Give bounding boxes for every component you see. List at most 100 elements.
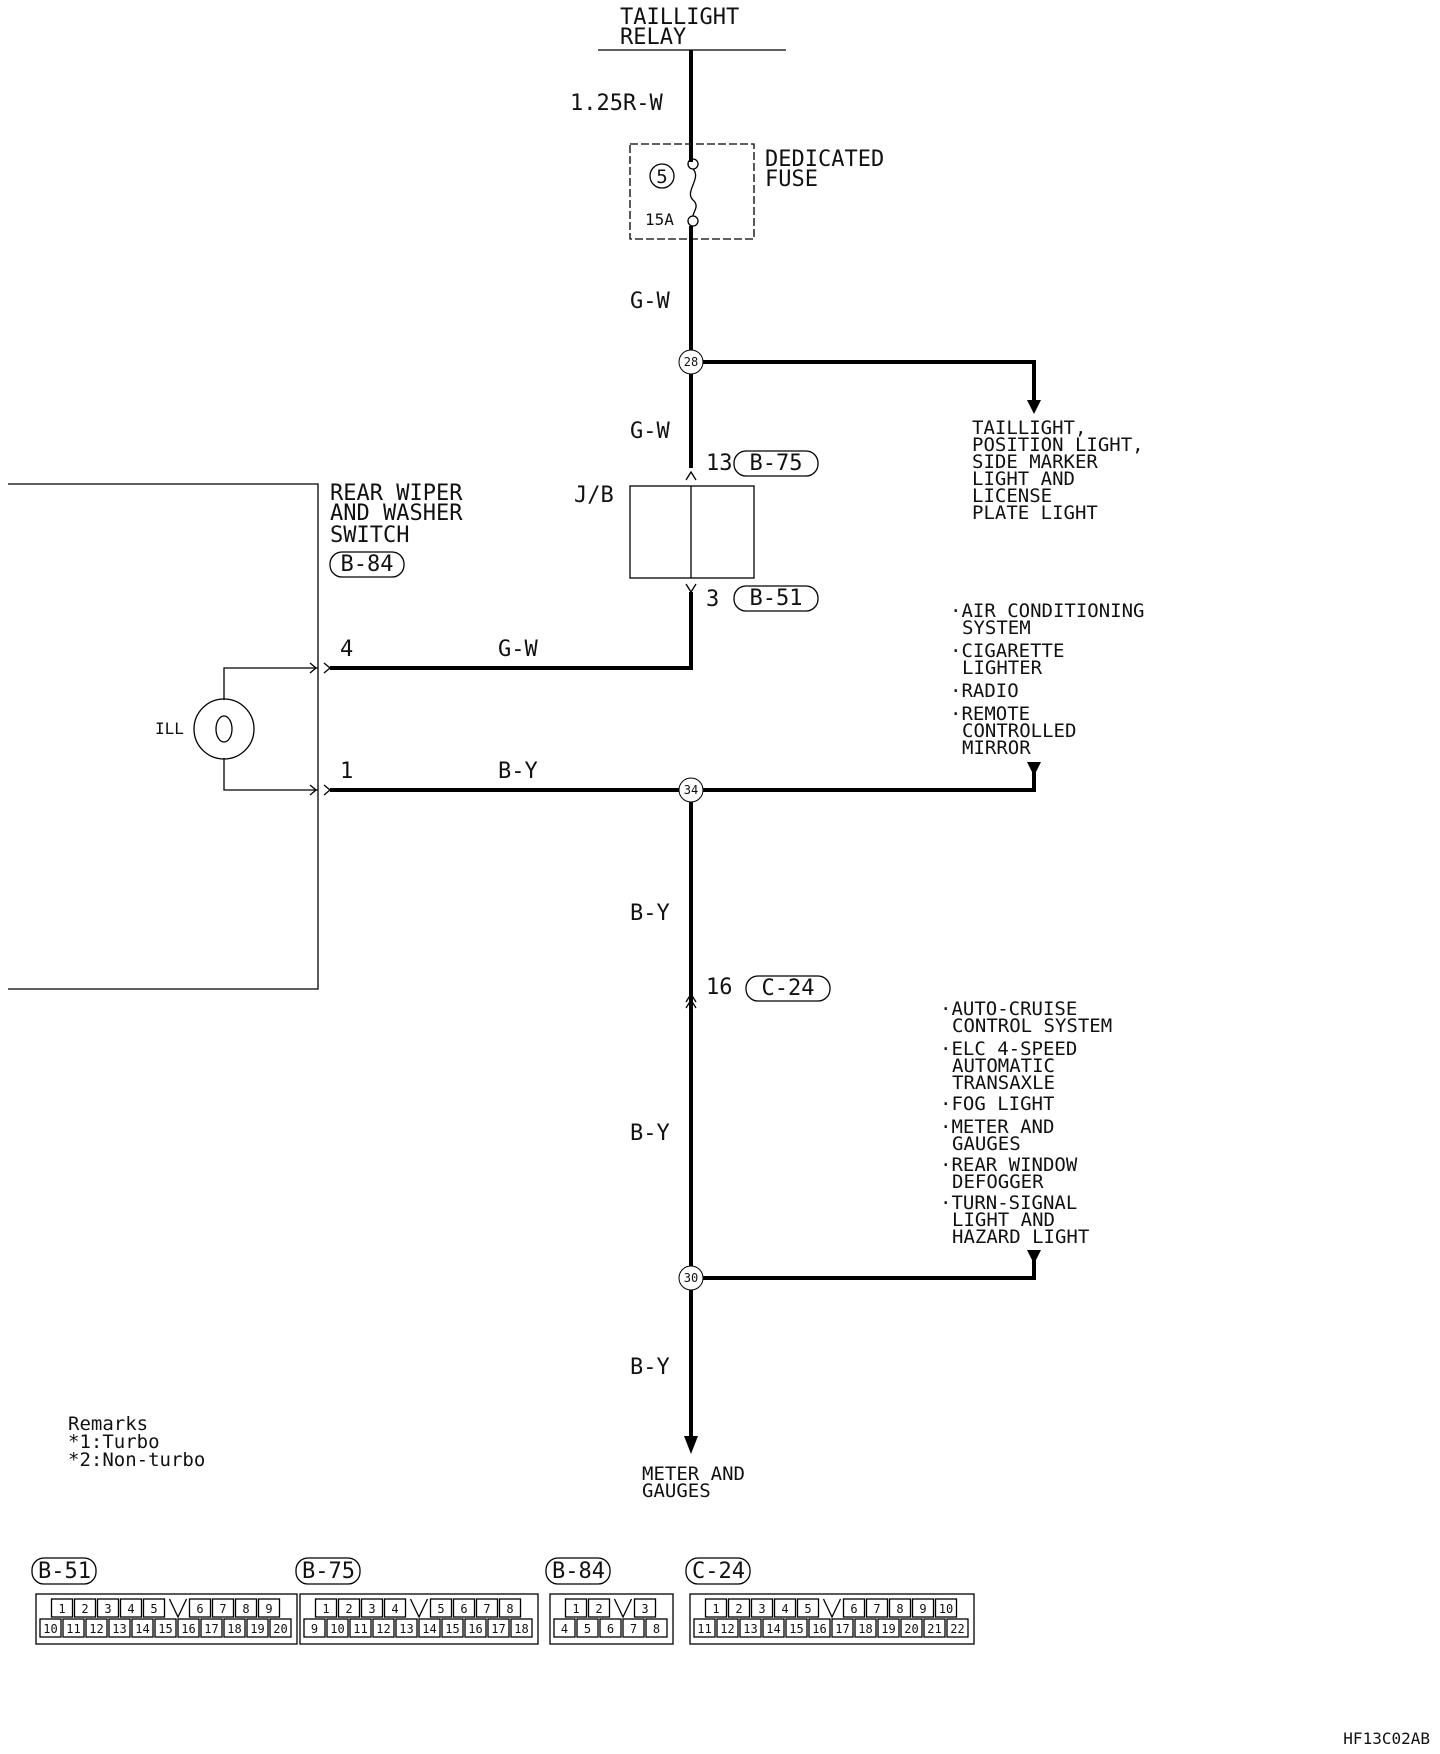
lamp-icon — [193, 698, 255, 760]
remarks-turbo: *1:Turbo — [68, 1431, 160, 1453]
connector-pin-number: 14 — [135, 1622, 149, 1636]
connector-pin — [716, 1618, 739, 1638]
dedicated-fuse: 5 15A DEDICATED FUSE — [629, 143, 884, 240]
connector-face-label: B-84 — [552, 1559, 605, 1584]
wire-label-gw-2: G-W — [630, 419, 670, 444]
arrow-taillight — [1027, 400, 1041, 414]
dest-ac-line: CONTROLLED — [962, 720, 1076, 742]
connector-pin — [85, 1618, 108, 1638]
connector-pin — [39, 1618, 62, 1638]
arrow-meter — [684, 1436, 698, 1454]
switch-box — [8, 483, 319, 990]
switch-pin4: 4 — [340, 637, 353, 662]
connector-pin-number: 9 — [265, 1602, 272, 1616]
connector-pin-number: 17 — [491, 1622, 505, 1636]
dest-cruise-line: CONTROL SYSTEM — [952, 1015, 1112, 1037]
connector-pin — [727, 1598, 751, 1618]
connector-pin-number: 12 — [376, 1622, 390, 1636]
connector-pin — [785, 1618, 808, 1638]
connector-face-label: B-75 — [302, 1559, 355, 1584]
connector-pin — [177, 1618, 200, 1638]
dest-cruise-line: TRANSAXLE — [952, 1072, 1055, 1094]
connector-pin — [599, 1618, 622, 1638]
connector-pin-number: 1 — [322, 1602, 329, 1616]
connector-housing — [299, 1593, 539, 1645]
connector-pin — [553, 1618, 576, 1638]
connector-pin-number: 2 — [735, 1602, 742, 1616]
connector-pin-number: 14 — [422, 1622, 436, 1636]
connector-pin-number: 13 — [112, 1622, 126, 1636]
connector-pin-number: 11 — [66, 1622, 80, 1636]
connector-pin — [62, 1618, 85, 1638]
dest-ac-line: ·CIGARETTE — [950, 640, 1064, 662]
connector-pin-number: 18 — [858, 1622, 872, 1636]
connector-pin-number: 21 — [927, 1622, 941, 1636]
dest-taillight-line: LIGHT AND — [972, 468, 1075, 490]
connector-pin-number: 3 — [104, 1602, 111, 1616]
connector-pin-number: 8 — [242, 1602, 249, 1616]
connector-mark-b51 — [685, 583, 697, 594]
connector-pin — [487, 1618, 510, 1638]
jb-label: J/B — [574, 483, 614, 508]
lamp-wire-top — [223, 667, 318, 700]
connector-pin — [854, 1618, 877, 1638]
connector-key — [822, 1598, 842, 1619]
dest-taillight-line: PLATE LIGHT — [972, 502, 1098, 524]
connector-pin — [510, 1618, 533, 1638]
connector-pin — [773, 1598, 797, 1618]
connector-pin — [269, 1618, 292, 1638]
dest-ac-line: LIGHTER — [962, 657, 1043, 679]
connector-pin-number: 3 — [368, 1602, 375, 1616]
dest-ac-line: ·RADIO — [950, 680, 1019, 702]
connector-pin — [934, 1598, 958, 1618]
connector-pin — [234, 1598, 258, 1618]
connector-pin-number: 12 — [720, 1622, 734, 1636]
connector-pin-number: 12 — [89, 1622, 103, 1636]
connector-pin-number: 2 — [345, 1602, 352, 1616]
wire-label-gw-1: G-W — [630, 289, 670, 314]
figure-code: HF13C02AB — [1343, 1729, 1430, 1748]
connector-pin — [923, 1618, 946, 1638]
connector-pin — [246, 1618, 269, 1638]
dest-cruise-line: ·FOG LIGHT — [940, 1093, 1054, 1115]
connector-pin-number: 13 — [743, 1622, 757, 1636]
connector-pin-number: 11 — [697, 1622, 711, 1636]
c24-connector: C-24 — [762, 976, 815, 1001]
wire-j34-branch — [703, 768, 1036, 792]
dest-taillight-line: POSITION LIGHT, — [972, 434, 1144, 456]
connector-face-badge — [295, 1557, 361, 1585]
connector-pin-number: 7 — [219, 1602, 226, 1616]
connector-mark-c24 — [685, 998, 697, 1009]
connector-pin — [498, 1598, 522, 1618]
connector-pin-number: 11 — [353, 1622, 367, 1636]
connector-pin-number: 16 — [812, 1622, 826, 1636]
connector-pin — [372, 1618, 395, 1638]
connector-pin — [633, 1598, 657, 1618]
fuse-label-line1: DEDICATED — [765, 147, 884, 172]
connector-badge-b84 — [329, 551, 405, 578]
connector-pin-number: 1 — [712, 1602, 719, 1616]
connector-pin — [349, 1618, 372, 1638]
dest-cruise-line: ·TURN-SIGNAL — [940, 1192, 1077, 1214]
jb-box — [629, 485, 755, 579]
connector-pin — [96, 1598, 120, 1618]
dest-taillight-line: TAILLIGHT, — [972, 417, 1086, 439]
wire-label-by-4: B-Y — [630, 1355, 670, 1380]
wire-label-top: 1.25R-W — [570, 91, 663, 116]
connector-pin-number: 20 — [904, 1622, 918, 1636]
connector-key — [409, 1598, 429, 1619]
arrow-cruise — [1027, 1250, 1041, 1264]
connector-pin — [587, 1598, 611, 1618]
switch-label-line2: AND WASHER — [330, 501, 463, 526]
dest-ac-line: ·REMOTE — [950, 703, 1030, 725]
rear-wiper-washer-switch: REAR WIPER AND WASHER SWITCH B-84 4 1 IL… — [8, 481, 463, 990]
connector-badge-c24 — [745, 975, 831, 1002]
connector-pin — [326, 1618, 349, 1638]
remarks: Remarks *1:Turbo *2:Non-turbo — [68, 1413, 205, 1471]
dest-cruise-line: DEFOGGER — [952, 1171, 1044, 1193]
wire-label-by-1: B-Y — [498, 759, 538, 784]
dest-taillight-line: LICENSE — [972, 485, 1052, 507]
fuse-label-line2: FUSE — [765, 167, 818, 192]
connector-pin-number: 2 — [81, 1602, 88, 1616]
connector-pin-number: 8 — [653, 1622, 660, 1636]
